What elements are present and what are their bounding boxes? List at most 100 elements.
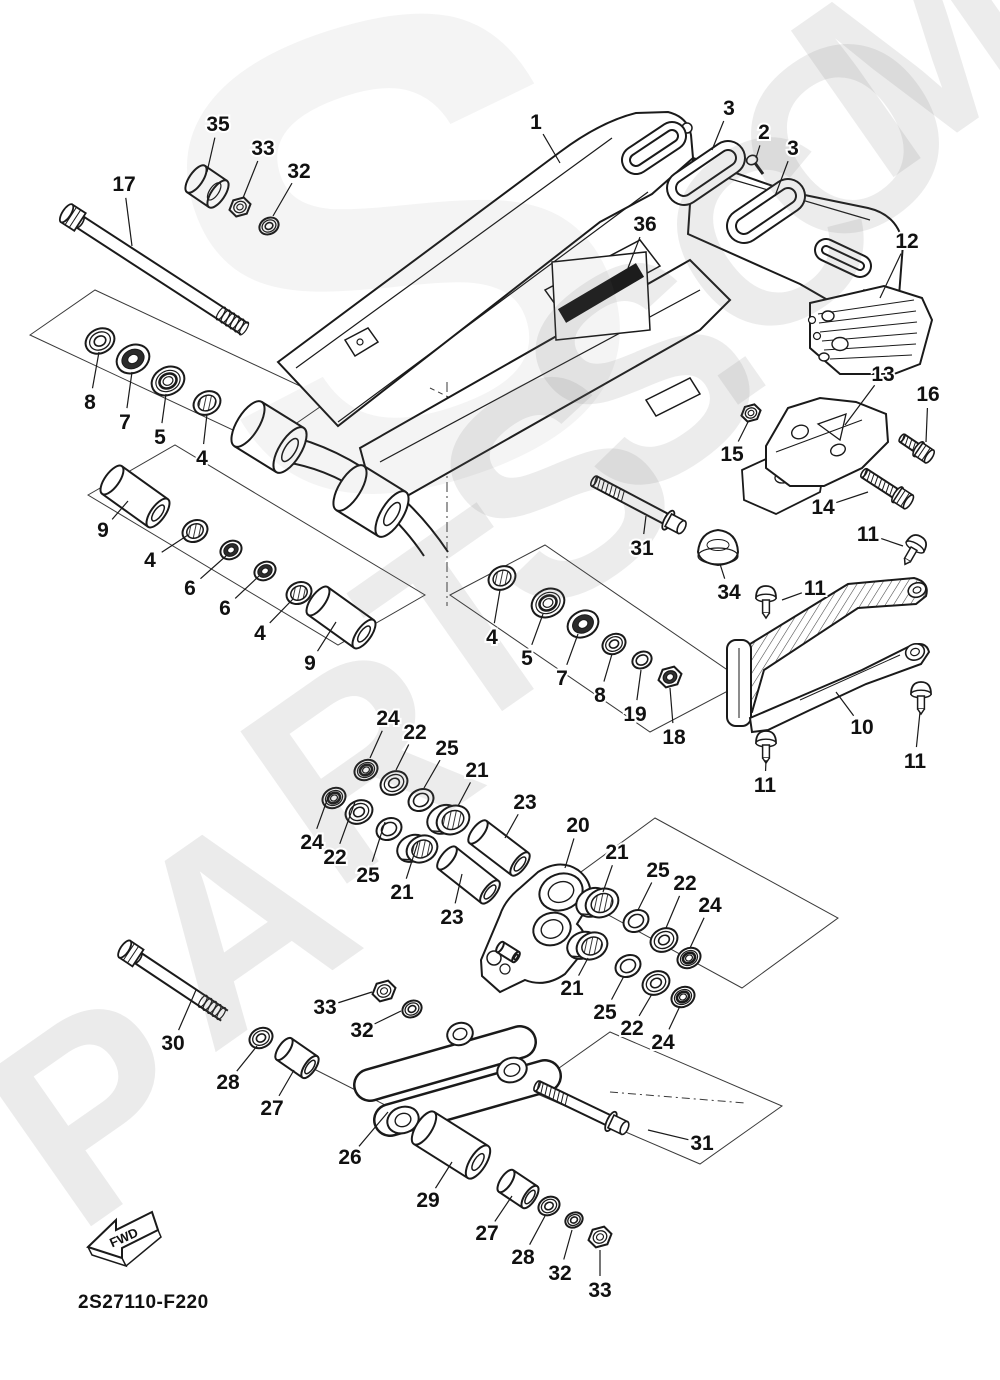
warning-label-sticker [551, 251, 651, 341]
callout-leader [844, 384, 876, 426]
needle-bearing [181, 518, 209, 544]
callout-number-12: 12 [895, 230, 918, 253]
callout-number-25: 25 [593, 1001, 617, 1024]
callout-number-36: 36 [633, 213, 656, 236]
callout-number-22: 22 [620, 1017, 643, 1040]
callout-number-23: 23 [440, 906, 463, 929]
chain-protector [726, 178, 806, 244]
callout-number-5: 5 [521, 647, 533, 670]
callout-number-4: 4 [196, 447, 208, 470]
callout-number-32: 32 [548, 1262, 571, 1285]
callout-leader [529, 1215, 546, 1245]
callout-leader [200, 555, 227, 580]
callout-leader [504, 813, 519, 839]
callout-leader [915, 711, 921, 748]
oil-seal [248, 1026, 274, 1050]
needle-bearing [192, 390, 222, 416]
o-ring [375, 816, 403, 842]
fwd-arrow-icon: FWD [86, 1210, 162, 1268]
callout-leader [542, 133, 561, 164]
callout-leader [178, 989, 197, 1031]
callout-number-6: 6 [184, 577, 196, 600]
callout-number-35: 35 [206, 113, 230, 136]
connecting-link [353, 1021, 562, 1137]
callout-leader [602, 865, 613, 893]
o-ring [622, 908, 650, 934]
callout-leader [781, 592, 803, 601]
callout-number-20: 20 [566, 814, 589, 837]
collar [305, 585, 377, 650]
o-ring [407, 787, 435, 813]
callout-number-5: 5 [154, 426, 166, 449]
flange-nut [228, 196, 252, 218]
relay-bolt [533, 1080, 630, 1136]
link-bolt [117, 939, 229, 1022]
callout-leader [669, 687, 674, 724]
diagram-code: 2S27110-F220 [78, 1292, 209, 1313]
collar [99, 464, 171, 529]
collar [496, 1168, 540, 1210]
callout-leader [643, 515, 647, 535]
callout-number-11: 11 [804, 577, 827, 600]
protector-screw [755, 585, 777, 620]
thrust-cover [353, 758, 379, 782]
callout-number-32: 32 [350, 1019, 373, 1042]
callout-leader [603, 653, 613, 682]
swingarm-assembly-art: FWD [86, 110, 934, 1268]
callout-number-21: 21 [560, 977, 584, 1000]
callout-leader [371, 821, 386, 862]
protector-screw [745, 154, 765, 175]
callout-leader [531, 613, 544, 646]
callout-leader [338, 991, 373, 1004]
callout-leader [719, 563, 726, 579]
rubber-cap [696, 528, 740, 567]
callout-number-24: 24 [698, 894, 722, 917]
bushing [575, 886, 620, 919]
callout-leader [578, 957, 589, 976]
callout-leader [405, 841, 419, 879]
relay-bolt [589, 475, 687, 535]
needle-bearing [285, 580, 313, 606]
callout-number-33: 33 [313, 996, 336, 1019]
pivot-tube [332, 464, 410, 538]
protector-screw [910, 681, 932, 716]
callout-leader [563, 1229, 573, 1260]
callout-leader [395, 744, 410, 771]
callout-number-13: 13 [871, 363, 894, 386]
pivot-shaft [58, 203, 250, 336]
callout-number-15: 15 [720, 443, 744, 466]
washer [564, 1211, 584, 1229]
callout-number-21: 21 [605, 841, 629, 864]
callout-leader [637, 882, 653, 911]
chain-protector [666, 140, 746, 206]
thrust-cover [321, 786, 347, 810]
washer [253, 560, 277, 582]
callout-number-10: 10 [850, 716, 873, 739]
callout-leader [711, 120, 725, 151]
flange-nut [657, 665, 683, 689]
callout-number-16: 16 [916, 383, 939, 406]
thrust-cover [676, 946, 702, 970]
oil-seal [537, 1195, 561, 1217]
oil-seal [84, 327, 116, 355]
callout-number-24: 24 [651, 1031, 675, 1054]
callout-number-8: 8 [84, 391, 96, 414]
bearing [150, 365, 186, 397]
collar [467, 819, 531, 877]
flange-nut [587, 1225, 613, 1249]
callout-number-25: 25 [356, 864, 380, 887]
callout-number-7: 7 [119, 411, 131, 434]
callout-leader [125, 197, 133, 247]
callout-leader [638, 993, 653, 1017]
callout-number-4: 4 [486, 626, 498, 649]
callout-leader [836, 491, 869, 504]
callout-leader [665, 895, 681, 929]
nut [740, 403, 762, 423]
callout-number-8: 8 [594, 684, 606, 707]
callout-leader [202, 413, 208, 445]
callout-number-31: 31 [630, 537, 654, 560]
o-ring [614, 953, 642, 979]
callout-number-18: 18 [662, 726, 686, 749]
chain-guide [807, 284, 934, 375]
callout-leader [434, 1161, 453, 1189]
